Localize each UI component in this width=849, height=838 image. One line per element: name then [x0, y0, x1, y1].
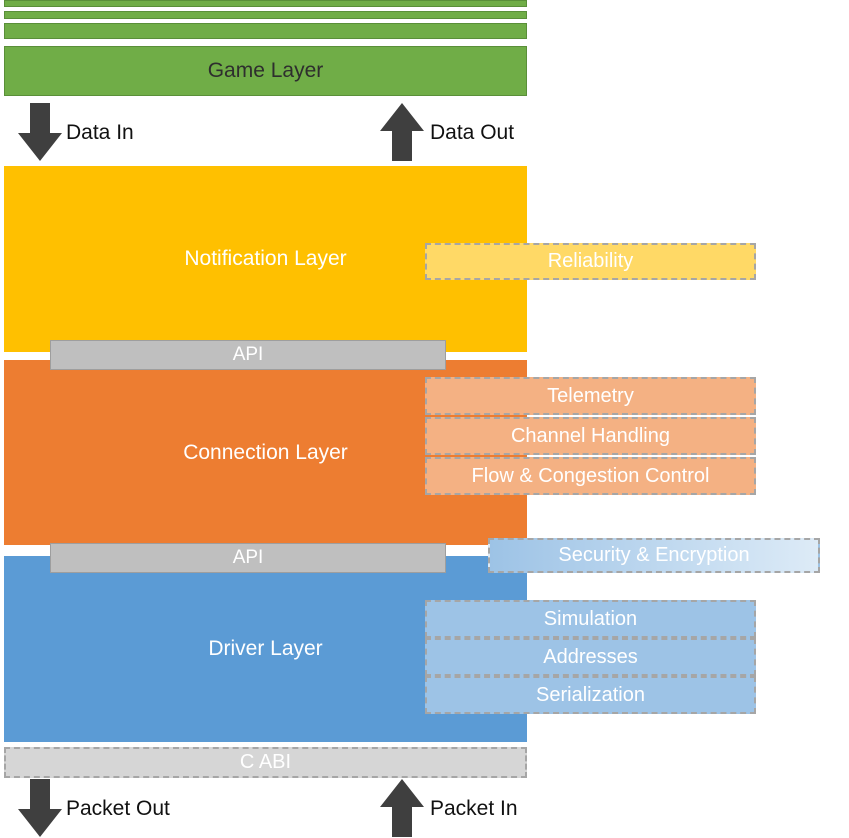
module-label: Flow & Congestion Control	[471, 464, 710, 487]
data-in-down-arrow-icon	[18, 103, 62, 161]
game-layer-box: Game Layer	[4, 46, 527, 96]
module-reliability: Reliability	[425, 243, 756, 280]
module-telemetry: Telemetry	[425, 377, 756, 415]
module-flow-congestion-control: Flow & Congestion Control	[425, 457, 756, 495]
packet-out-label: Packet Out	[66, 797, 170, 820]
game-stack-strip	[4, 0, 527, 7]
packet-in-label: Packet In	[430, 797, 518, 820]
data-in-label: Data In	[66, 121, 134, 144]
module-label: Security & Encryption	[558, 544, 750, 566]
packet-out-down-arrow-icon	[18, 779, 62, 837]
api-bar-upper: API	[50, 340, 446, 370]
module-label: Telemetry	[547, 384, 634, 407]
module-security-encryption: Security & Encryption	[488, 538, 820, 573]
module-simulation: Simulation	[425, 600, 756, 638]
module-label: Serialization	[536, 683, 645, 706]
game-stack-strip	[4, 23, 527, 39]
data-out-up-arrow-icon	[380, 103, 424, 161]
module-addresses: Addresses	[425, 638, 756, 676]
driver-layer-label: Driver Layer	[208, 637, 323, 660]
module-label: Addresses	[543, 645, 638, 668]
module-serialization: Serialization	[425, 676, 756, 714]
game-layer-label: Game Layer	[207, 59, 324, 82]
module-label: Reliability	[547, 250, 634, 272]
packet-in-up-arrow-icon	[380, 779, 424, 837]
c-abi-label: C ABI	[239, 751, 292, 773]
api-label: API	[232, 344, 264, 365]
notification-layer-label: Notification Layer	[184, 247, 347, 270]
api-bar-lower: API	[50, 543, 446, 573]
c-abi-bar: C ABI	[4, 747, 527, 778]
data-out-label: Data Out	[430, 121, 515, 144]
api-label: API	[232, 547, 264, 568]
module-channel-handling: Channel Handling	[425, 417, 756, 455]
connection-layer-label: Connection Layer	[183, 440, 348, 464]
game-stack-strip	[4, 11, 527, 19]
module-label: Simulation	[543, 607, 638, 630]
module-label: Channel Handling	[510, 424, 670, 447]
